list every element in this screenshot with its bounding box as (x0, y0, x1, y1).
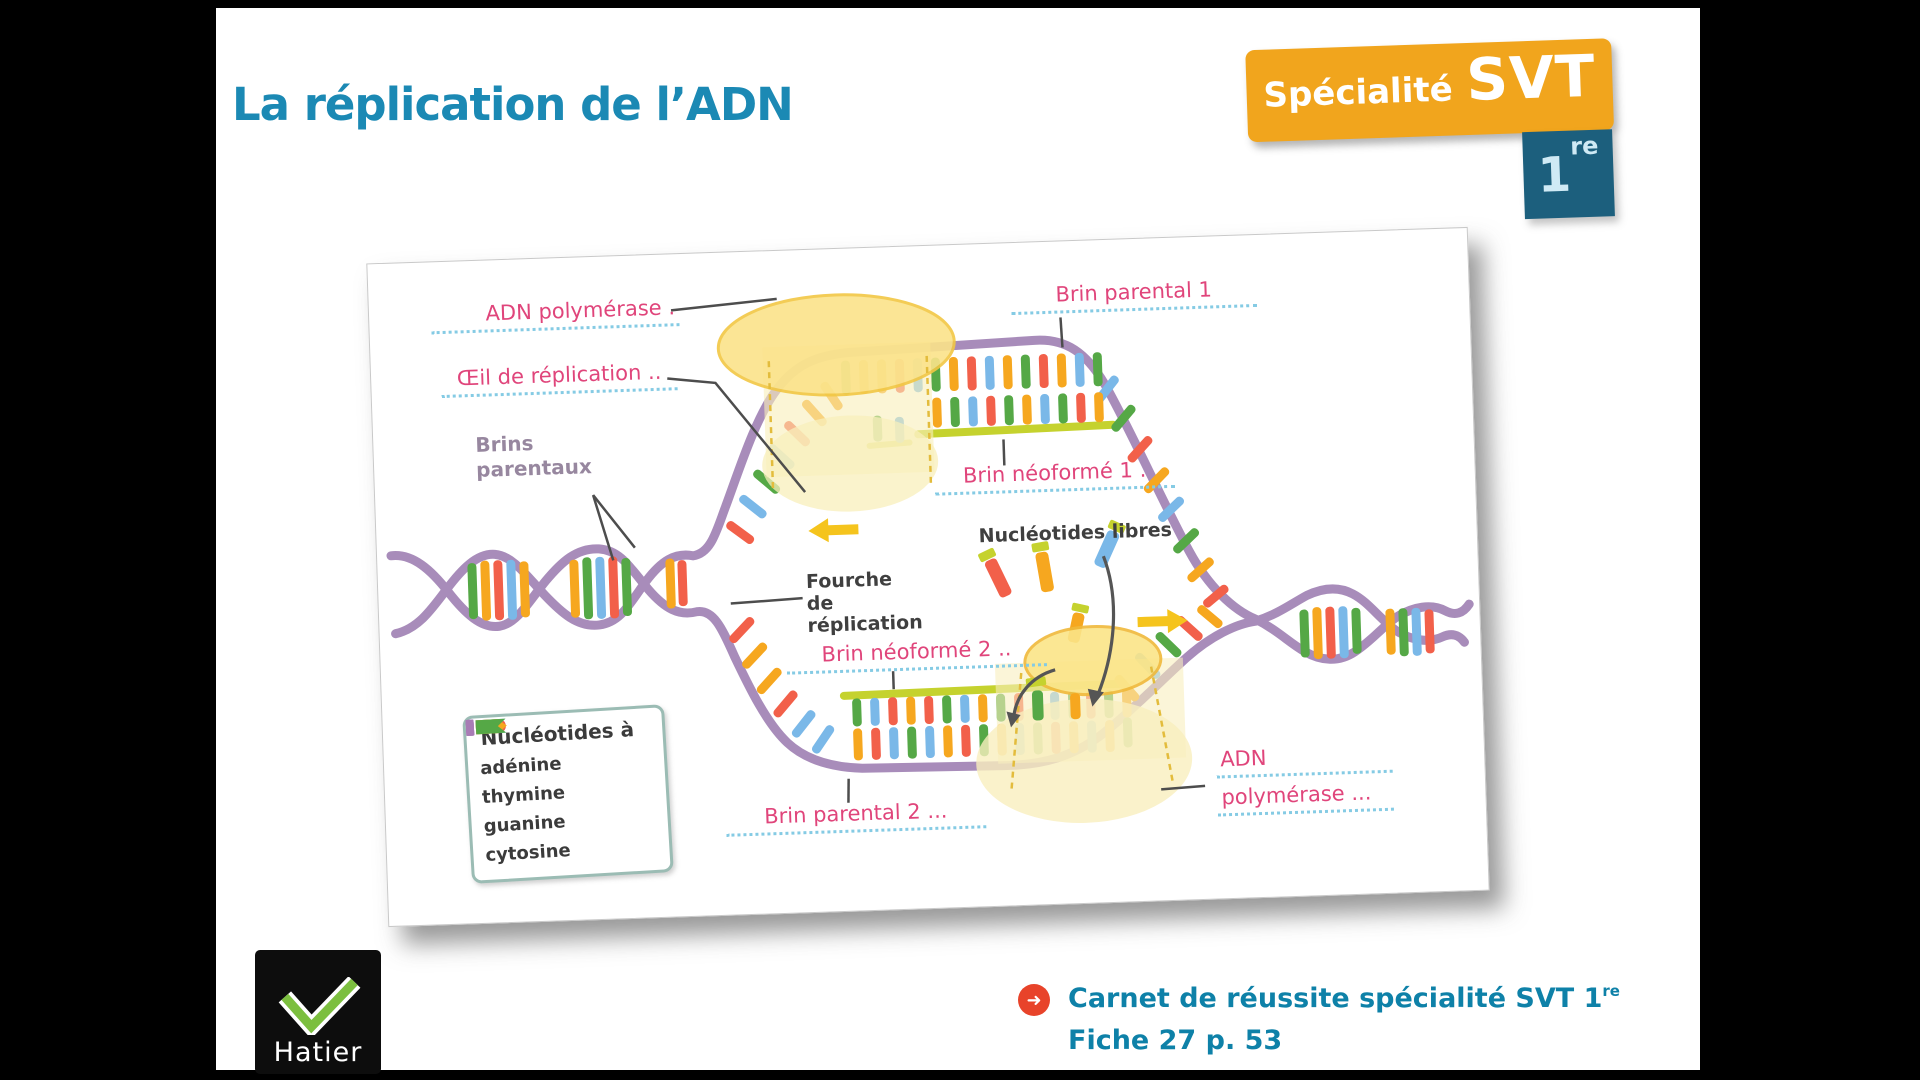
dna-replication-diagram-card: ADN polymérase . Œil de réplication .. B… (366, 226, 1490, 928)
footer-line1-sup: re (1602, 982, 1620, 1000)
insertion-arrows (1012, 555, 1116, 718)
label-adn-right-line1: ADN (1215, 740, 1393, 779)
adn-polymerase-bottom-blob (976, 625, 1193, 823)
leader-lines (591, 297, 1206, 803)
dna-replication-drawing (386, 293, 1474, 823)
legend-label-guanine: guanine (483, 811, 567, 838)
legend-label-thymine: thymine (481, 782, 566, 809)
badge-specialite-label: Spécialité (1262, 69, 1454, 116)
legend-label-adenine: adénine (479, 753, 563, 780)
adn-polymerase-top-blob (716, 293, 956, 512)
insertion-arrowheads (1006, 688, 1104, 728)
hatier-checkmark-icon (278, 977, 361, 1035)
cytosine-swatch-icon (465, 718, 507, 736)
page-title: La réplication de l’ADN (232, 78, 794, 131)
nucleotide-legend: Nucléotides à adénine thymine guanine cy… (462, 704, 674, 884)
legend-label-cytosine: cytosine (484, 840, 572, 867)
footer-line2: Fiche 27 p. 53 (1068, 1024, 1283, 1056)
red-arrow-icon: ➜ (1018, 984, 1050, 1016)
legend-item-cytosine: cytosine (465, 718, 660, 870)
badge-orange-plate: Spécialité SVT (1245, 38, 1615, 143)
arrow-left-icon (808, 518, 859, 543)
badge-level-sup: re (1569, 131, 1599, 161)
label-fourche-de-replication: Fourche de réplication (805, 568, 924, 637)
label-brins-parentaux: Brins parentaux (474, 431, 593, 482)
footer-reference: ➜ Carnet de réussite spécialité SVT 1re … (1018, 978, 1620, 1062)
hatier-logo-text: Hatier (273, 1037, 363, 1068)
neoformed-strand-1 (914, 420, 1118, 439)
hatier-logo: Hatier (255, 950, 381, 1074)
badge-level-tab: 1re (1522, 129, 1615, 220)
specialite-svt-badge: Spécialité SVT 1re (1245, 30, 1631, 232)
arrow-right-icon (1137, 609, 1188, 634)
footer-line1: Carnet de réussite spécialité SVT 1re (1068, 982, 1620, 1014)
replication-direction-arrows (808, 518, 1188, 634)
badge-level-number: 1 (1536, 146, 1573, 204)
badge-svt-label: SVT (1465, 41, 1597, 115)
label-adn-right-line2: polymérase ... (1217, 778, 1395, 817)
